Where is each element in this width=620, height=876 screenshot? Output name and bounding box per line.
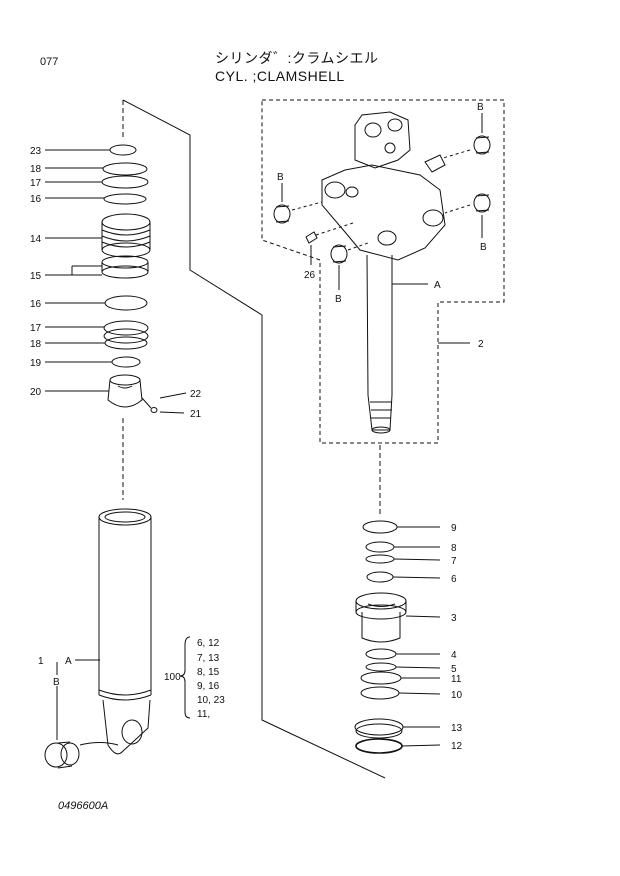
callout-26: 26 bbox=[304, 270, 316, 281]
bushing-left-lower bbox=[330, 244, 348, 264]
callout-16b: 16 bbox=[30, 299, 42, 310]
part-17-ring bbox=[101, 175, 149, 189]
part-17-18-rings-lower bbox=[103, 320, 149, 350]
assembly-guide-line bbox=[122, 99, 386, 779]
part-16-ring-lower bbox=[104, 295, 148, 311]
kit-item-3: 8, 15 bbox=[197, 667, 220, 678]
label-b-top-right: B bbox=[477, 102, 484, 113]
part-3-rod-cover bbox=[355, 592, 407, 643]
callout-17b: 17 bbox=[30, 323, 42, 334]
part-7-ring bbox=[365, 554, 395, 564]
callout-3: 3 bbox=[451, 613, 457, 624]
page-number: 077 bbox=[40, 56, 59, 68]
callout-2: 2 bbox=[478, 339, 484, 350]
part-10-ring bbox=[360, 686, 400, 700]
bushing-left-upper bbox=[273, 204, 291, 224]
callout-6: 6 bbox=[451, 574, 457, 585]
part-18-ring bbox=[102, 162, 148, 176]
callout-1: 1 bbox=[38, 656, 44, 667]
callout-23: 23 bbox=[30, 146, 42, 157]
part-12-ring bbox=[355, 738, 403, 754]
callout-22: 22 bbox=[190, 389, 202, 400]
label-b-barrel: B bbox=[53, 677, 60, 688]
kit-number: 100 bbox=[164, 672, 181, 683]
label-b-upper-left: B bbox=[277, 172, 284, 183]
label-a-rod: A bbox=[434, 280, 441, 291]
callout-14: 14 bbox=[30, 234, 42, 245]
part-9-ring bbox=[362, 520, 398, 534]
part-23-ring bbox=[109, 144, 137, 156]
kit-item-6: 11, bbox=[197, 709, 210, 720]
part-13-ring bbox=[354, 718, 404, 739]
label-b-mid-right: B bbox=[480, 242, 487, 253]
callout-12: 12 bbox=[451, 741, 463, 752]
part-6-ring bbox=[366, 571, 394, 583]
callout-20: 20 bbox=[30, 387, 42, 398]
callout-19: 19 bbox=[30, 358, 42, 369]
callout-8: 8 bbox=[451, 543, 457, 554]
bushing-bottom-left bbox=[44, 741, 80, 769]
callout-18b: 18 bbox=[30, 339, 42, 350]
bushing-right-top bbox=[473, 135, 491, 155]
kit-item-5: 10, 23 bbox=[197, 695, 225, 706]
drawing-number: 0496600A bbox=[58, 800, 109, 812]
part-15-band bbox=[101, 255, 149, 279]
rod-clevis-head bbox=[321, 111, 446, 261]
part-5-ring bbox=[365, 662, 397, 672]
callout-13: 13 bbox=[451, 723, 463, 734]
part-20-nut bbox=[107, 374, 158, 413]
part-11-ring bbox=[360, 671, 402, 685]
callout-11: 11 bbox=[451, 674, 462, 685]
part-21-screw bbox=[150, 407, 158, 413]
callout-9: 9 bbox=[451, 523, 457, 534]
kit-item-4: 9, 16 bbox=[197, 681, 220, 692]
callout-4: 4 bbox=[451, 650, 457, 661]
callout-18: 18 bbox=[30, 164, 42, 175]
part-16-ring bbox=[103, 193, 147, 205]
part-14-piston bbox=[101, 213, 151, 258]
kit-item-2: 7, 13 bbox=[197, 653, 220, 664]
callout-10: 10 bbox=[451, 690, 463, 701]
label-b-lower-left: B bbox=[335, 294, 342, 305]
callout-21: 21 bbox=[190, 409, 202, 420]
part-26-grease-nipple bbox=[305, 231, 318, 244]
callout-5: 5 bbox=[451, 664, 457, 675]
rod-group-boundary bbox=[261, 99, 505, 444]
title-english: CYL. ;CLAMSHELL bbox=[215, 68, 345, 84]
callout-15: 15 bbox=[30, 271, 42, 282]
kit-item-1: 6, 12 bbox=[197, 638, 220, 649]
kit-brace bbox=[179, 636, 191, 719]
part-1-cylinder-barrel bbox=[79, 508, 152, 755]
part-19-ring bbox=[111, 356, 141, 368]
title-japanese: シリンダ゛:クラムシエル bbox=[215, 50, 379, 66]
callout-7: 7 bbox=[451, 556, 457, 567]
callout-16: 16 bbox=[30, 194, 42, 205]
part-4-ring bbox=[365, 648, 397, 660]
bushing-right-mid bbox=[473, 193, 491, 213]
part-8-ring bbox=[365, 541, 395, 553]
callout-17: 17 bbox=[30, 178, 42, 189]
label-a-barrel: A bbox=[65, 656, 72, 667]
rod-shaft bbox=[366, 254, 393, 434]
